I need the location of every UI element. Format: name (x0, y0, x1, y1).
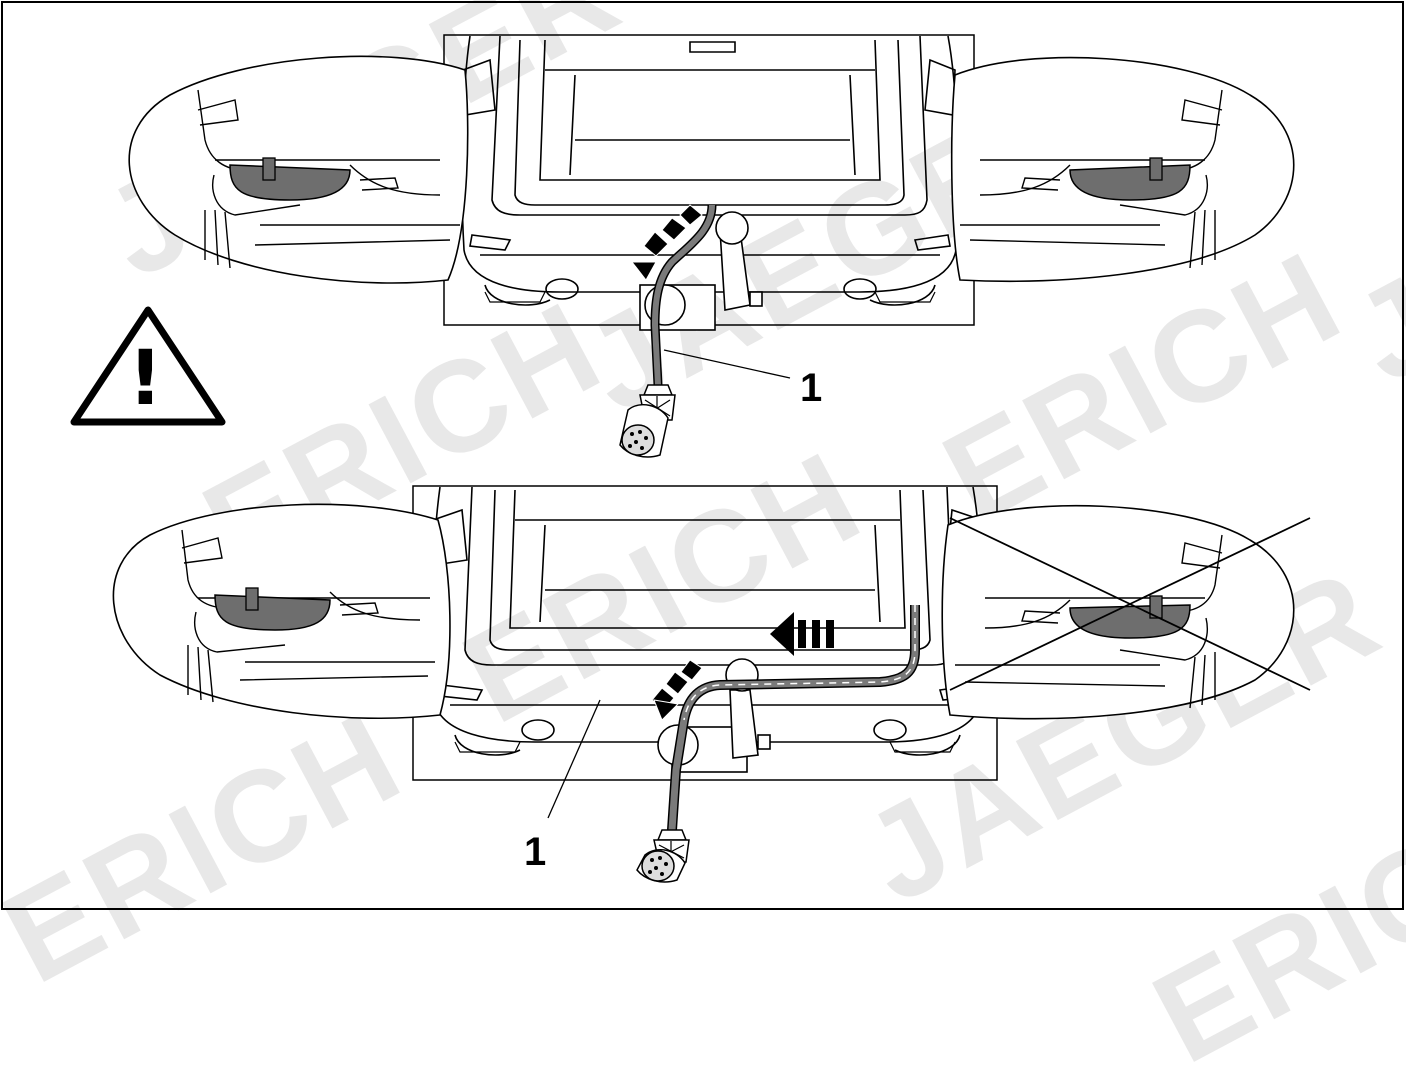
cable (651, 204, 715, 386)
tow-bar (639, 211, 763, 331)
cable (668, 605, 919, 831)
routing-arrow-left (770, 612, 834, 656)
figure-frame (1, 1, 1404, 910)
warning-exclamation: ! (128, 333, 163, 422)
cross-out-icon (949, 517, 1311, 691)
vehicle-rear-view (461, 35, 959, 306)
panel-bottom (112, 485, 1311, 883)
diagram-drawing (1, 1, 1404, 910)
warning-triangle-icon (70, 306, 226, 426)
routing-arrow-down-left (630, 204, 703, 281)
tow-bar (657, 658, 771, 773)
vehicle-rear-view (431, 486, 984, 756)
routing-arrow-down-left (651, 659, 703, 721)
detail-bubble-right-bottom (941, 504, 1295, 720)
detail-bubble-left-bottom (112, 503, 451, 720)
cover-plate (214, 594, 331, 631)
plug-connector (619, 384, 676, 458)
detail-bubble-right-top (950, 56, 1295, 282)
callout-label: 1 (800, 366, 823, 410)
panel-top (70, 34, 1295, 458)
cable-dashed-path (683, 605, 916, 721)
callout-leader (547, 699, 601, 819)
callout-label: 1 (524, 830, 547, 874)
detail-bubble-left-top (128, 55, 469, 284)
cover-plate (229, 164, 351, 201)
plug-connector (636, 829, 690, 883)
callout-leader (663, 349, 791, 379)
